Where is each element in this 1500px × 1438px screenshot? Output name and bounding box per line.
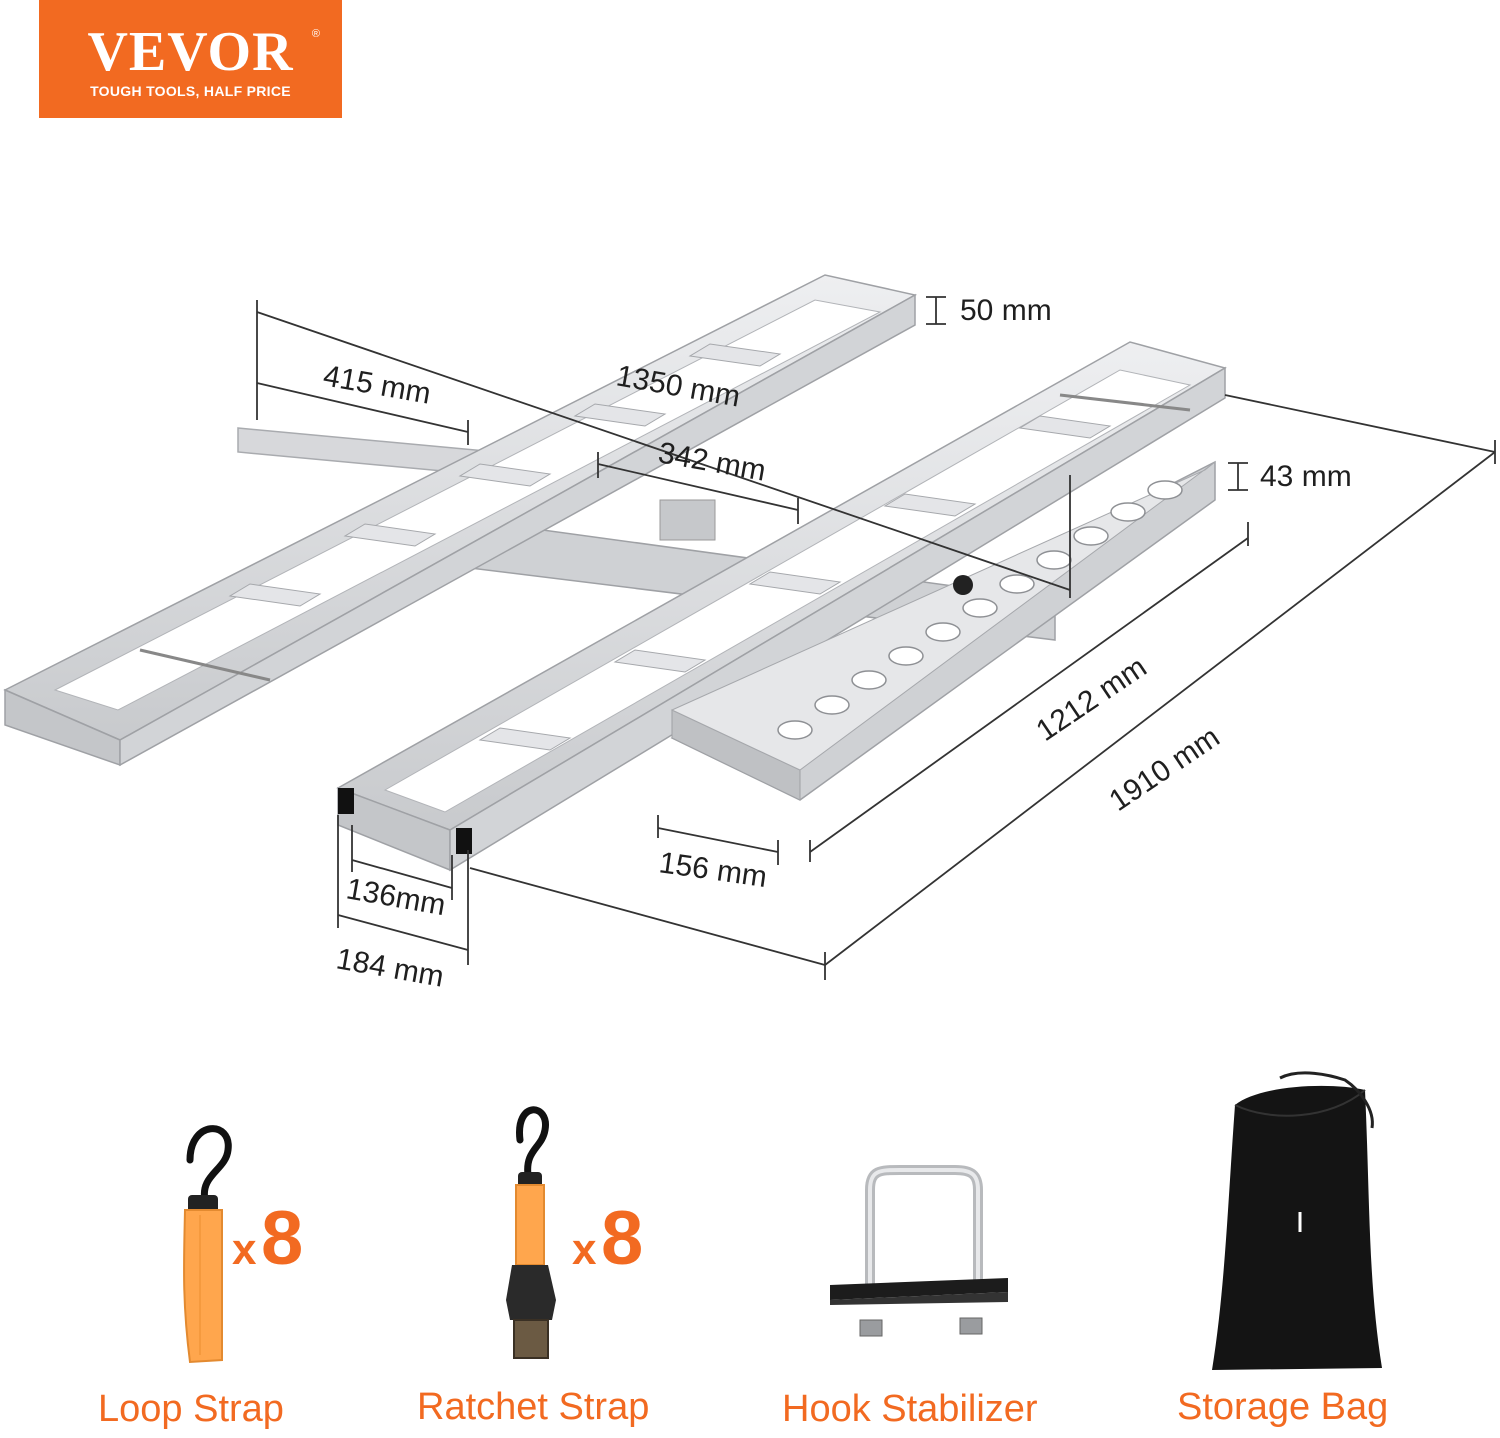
storage-bag-icon: [1212, 1071, 1382, 1370]
loading-ramp: [670, 460, 1216, 801]
registered-mark: ®: [311, 28, 320, 40]
dim-342mm: 342 mm: [656, 436, 768, 487]
brand-tagline: TOUGH TOOLS, HALF PRICE: [90, 83, 291, 99]
dim-156mm: 156 mm: [657, 846, 769, 894]
dimension-lines: [256, 296, 1496, 980]
ratchet-strap-icon: [506, 1106, 556, 1359]
dim-184mm: 184 mm: [334, 942, 446, 993]
hook-stabilizer-icon: [830, 1165, 1008, 1337]
dim-136mm: 136mm: [344, 872, 448, 922]
left-rail: [3, 274, 918, 767]
storage-bag-label: Storage Bag: [1177, 1386, 1389, 1428]
ratchet-strap-label: Ratchet Strap: [417, 1386, 650, 1428]
loop-strap-qty-prefix: x: [232, 1225, 257, 1274]
loop-strap-quantity: x 8: [232, 1195, 303, 1282]
dim-43mm: 43 mm: [1260, 460, 1352, 493]
dim-1212mm: 1212 mm: [1030, 651, 1152, 748]
ratchet-strap-qty-prefix: x: [572, 1225, 597, 1274]
motorcycle-carrier-icon: [3, 274, 1227, 872]
ratchet-strap-qty-value: 8: [600, 1196, 644, 1281]
brand-name: VEVOR: [87, 21, 294, 83]
dim-50mm: 50 mm: [960, 294, 1052, 327]
loop-strap-qty-value: 8: [260, 1196, 304, 1281]
dim-1910mm: 1910 mm: [1103, 721, 1225, 818]
hook-stabilizer-label: Hook Stabilizer: [782, 1388, 1038, 1430]
loop-strap-icon: [183, 1125, 232, 1364]
right-rail: [336, 341, 1227, 872]
brand-logo: VEVOR ® TOUGH TOOLS, HALF PRICE: [39, 0, 342, 118]
loop-strap-label: Loop Strap: [98, 1388, 284, 1430]
ratchet-strap-quantity: x 8: [572, 1195, 643, 1282]
